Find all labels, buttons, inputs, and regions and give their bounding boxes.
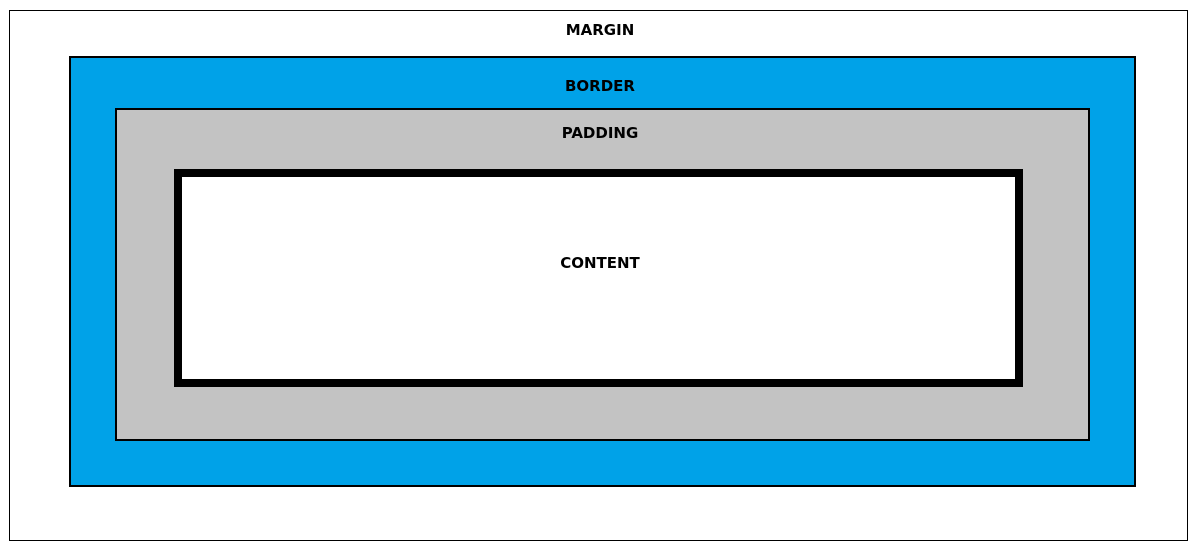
padding-label: PADDING: [561, 124, 639, 142]
content-label: CONTENT: [560, 254, 640, 272]
border-label: BORDER: [565, 77, 635, 95]
margin-label: MARGIN: [565, 21, 635, 39]
content-area: [174, 169, 1023, 387]
